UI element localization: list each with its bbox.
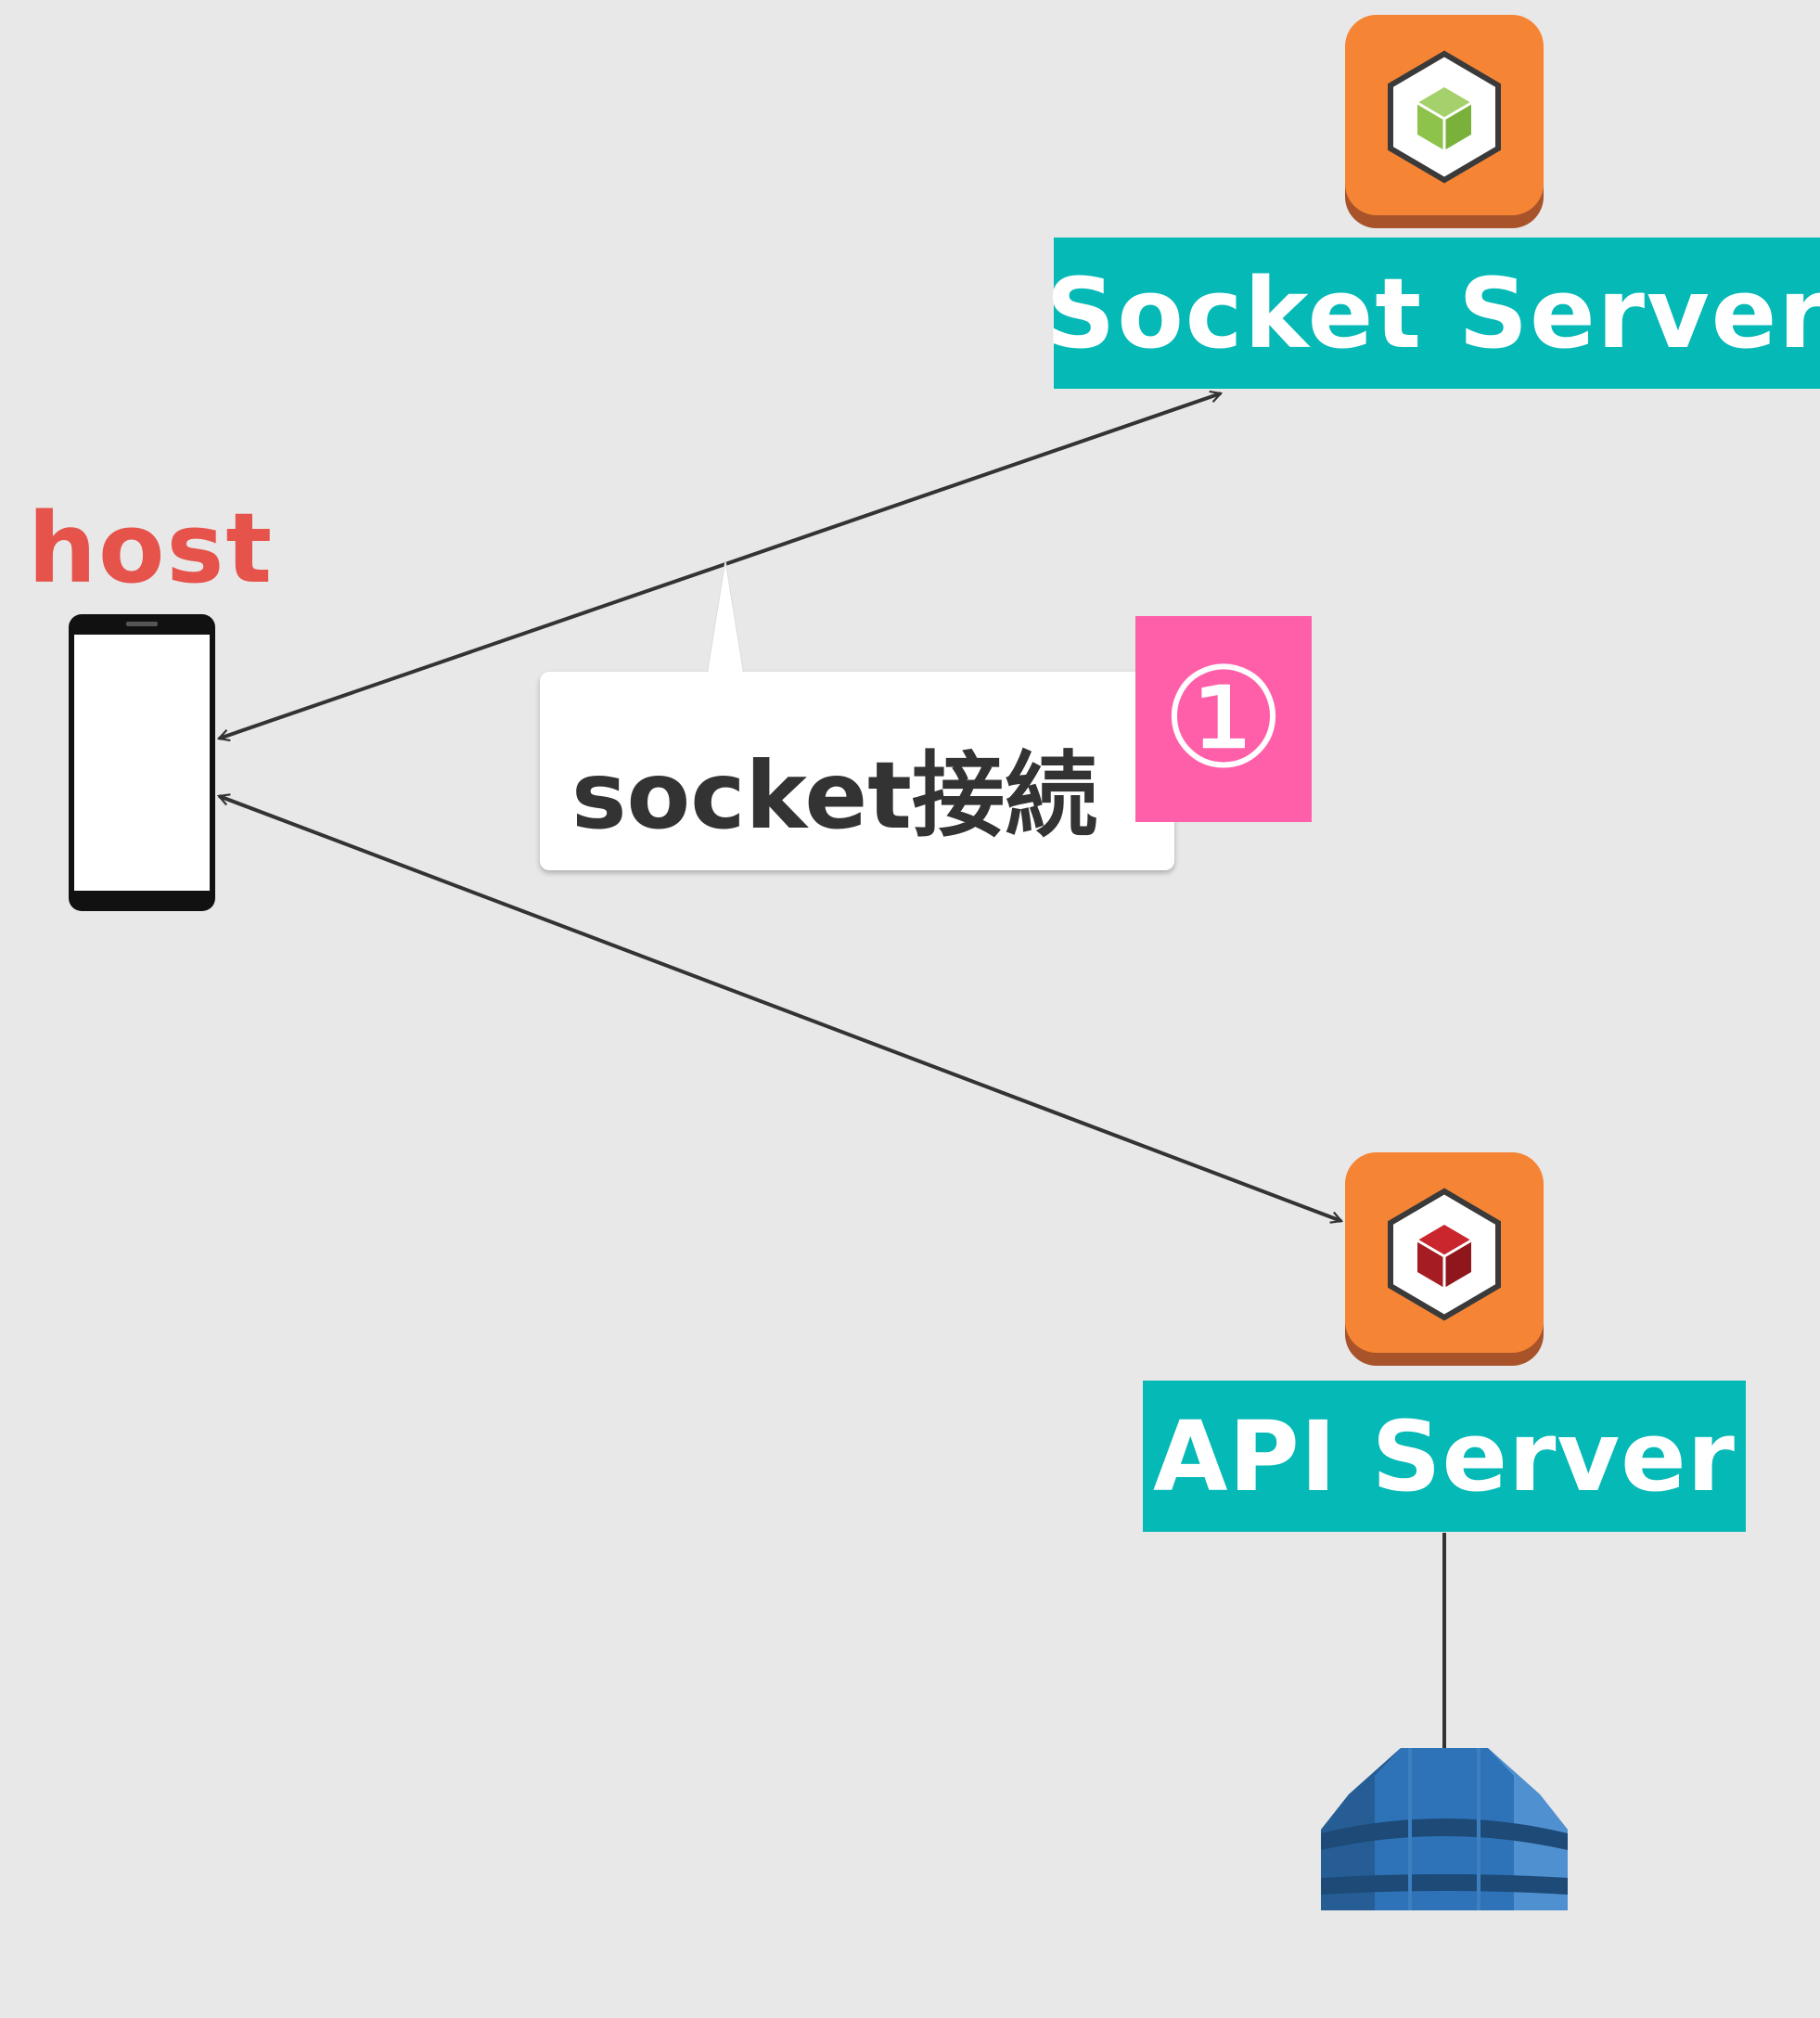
edge-host-api-server xyxy=(219,796,1341,1221)
api-server-label: API Server xyxy=(1143,1381,1746,1532)
edge-host-socket-server xyxy=(219,393,1221,739)
smartphone-icon xyxy=(69,614,215,911)
callout-box xyxy=(540,672,1174,870)
socket-server-label: Socket Server xyxy=(1045,238,1820,389)
database-icon xyxy=(1321,1748,1568,1910)
step-number-badge: ① xyxy=(1135,616,1312,822)
cube-box-icon xyxy=(1345,15,1544,228)
cube-box-icon xyxy=(1345,1152,1544,1366)
host-label: host xyxy=(28,492,275,605)
callout-text: socket接続 xyxy=(571,741,1097,850)
